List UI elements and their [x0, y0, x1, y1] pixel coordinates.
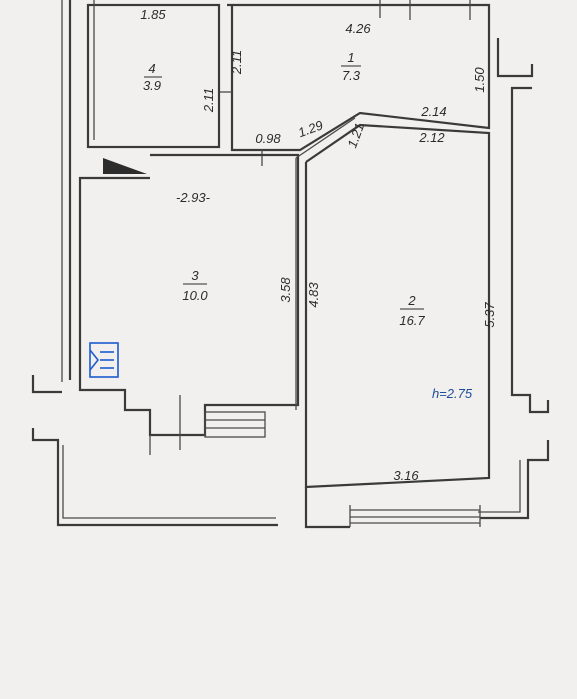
room-3-area: 10.0: [182, 288, 208, 303]
dim-2-11-right: 2.11: [229, 50, 244, 75]
room-2-walls: [295, 117, 491, 489]
dim-4-26: 4.26: [345, 21, 371, 36]
dim-1-85: 1.85: [140, 7, 166, 22]
dim-4-83: 4.83: [306, 282, 321, 308]
room-2-area: 16.7: [399, 313, 425, 328]
outer-walls: [31, 0, 550, 529]
room-3-number: 3: [191, 268, 199, 283]
vent-shaft-triangle: [103, 158, 147, 174]
room-4-walls: [86, 0, 221, 149]
dim-0-98: 0.98: [255, 131, 281, 146]
electric-panel-icon: [89, 342, 119, 378]
ceiling-height-label: h=2.75: [432, 386, 473, 401]
room-1-walls: [220, 0, 491, 166]
room-2-number: 2: [407, 293, 416, 308]
dim-3-58: 3.58: [278, 277, 293, 303]
dim-5-37: 5.37: [482, 302, 497, 328]
dim-2-14: 2.14: [420, 104, 446, 119]
room-1-area: 7.3: [342, 68, 361, 83]
dim-1-50: 1.50: [472, 67, 487, 93]
room-4-area: 3.9: [143, 78, 161, 93]
dim-2-93: -2.93-: [176, 190, 211, 205]
dim-2-12: 2.12: [418, 130, 445, 145]
room-3-walls: [78, 153, 300, 455]
dim-3-16: 3.16: [393, 468, 419, 483]
room-1-number: 1: [347, 50, 354, 65]
room-4-number: 4: [148, 61, 155, 76]
dim-2-11-left: 2.11: [201, 88, 216, 113]
